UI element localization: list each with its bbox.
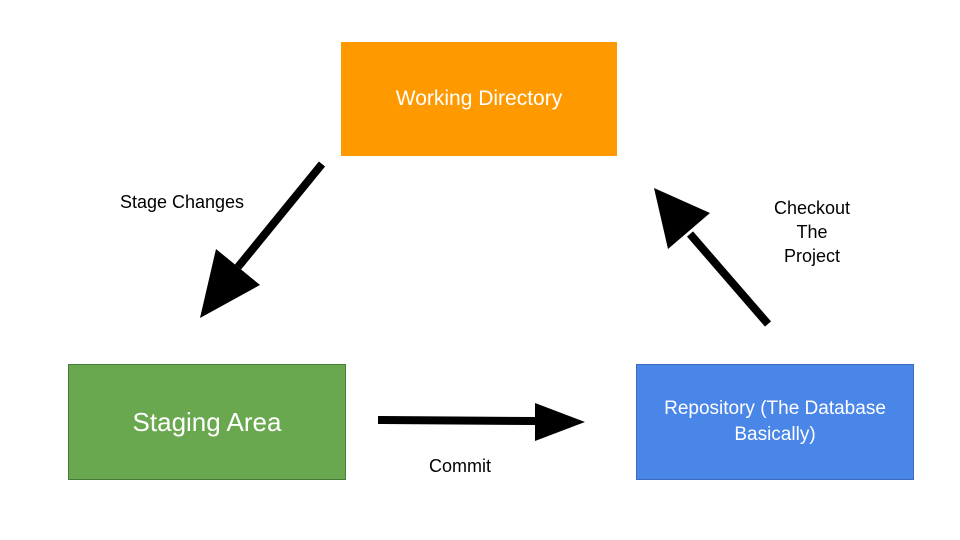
- arrow-checkout-head: [654, 188, 710, 249]
- arrow-stage-changes: [200, 161, 326, 318]
- working-directory-label: Working Directory: [395, 87, 563, 110]
- arrow-checkout-shaft: [686, 231, 772, 327]
- arrow-commit-head: [535, 403, 585, 441]
- arrow-checkout: [654, 188, 772, 327]
- repository-label: Repository (The Database Basically): [664, 398, 886, 445]
- checkout-label: Checkout The Project: [773, 198, 851, 266]
- commit-label: Commit: [429, 456, 491, 476]
- arrow-stage-changes-shaft: [234, 161, 326, 270]
- working-directory-box: Working Directory: [341, 42, 617, 156]
- repository-box: Repository (The Database Basically): [636, 364, 914, 480]
- arrow-stage-changes-head: [200, 249, 260, 318]
- arrow-commit-shaft: [377, 416, 536, 425]
- staging-area-box: Staging Area: [68, 364, 346, 480]
- staging-area-label: Staging Area: [132, 406, 282, 437]
- stage-changes-label: Stage Changes: [119, 192, 245, 212]
- arrow-commit: [377, 403, 585, 441]
